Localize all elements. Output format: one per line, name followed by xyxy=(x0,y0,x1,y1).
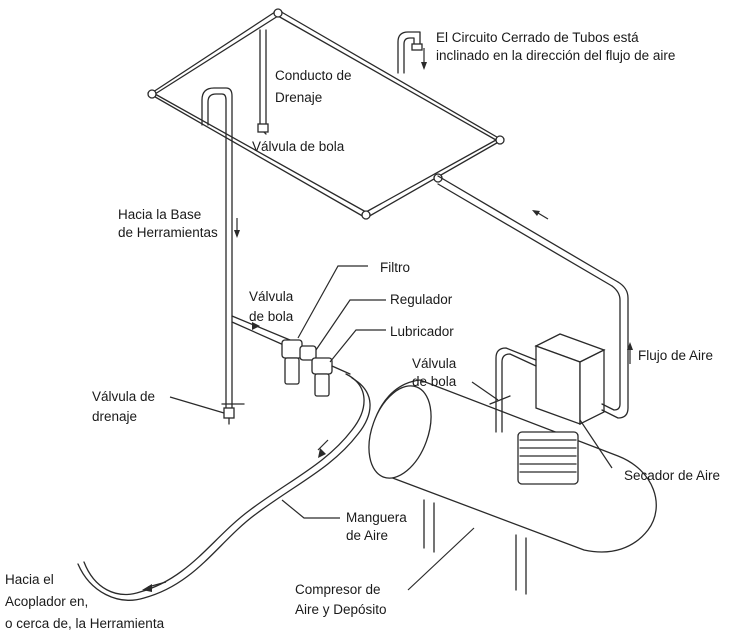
drain-valve-label-line2: drenaje xyxy=(92,409,138,424)
coupler-label-line3: o cerca de, la Herramienta xyxy=(5,616,165,631)
ball-valve-left-label-line2: de bola xyxy=(249,309,294,324)
closed-loop-label-line1: El Circuito Cerrado de Tubos está xyxy=(436,30,639,45)
coupler-label-line1: Hacia el xyxy=(5,572,54,587)
drain-conduit-label-line2: Drenaje xyxy=(275,90,323,105)
tank-ball-valve xyxy=(471,347,537,433)
regulator-label: Regulador xyxy=(390,292,453,307)
top-right-riser xyxy=(397,31,427,74)
compressor-label-line1: Compresor de xyxy=(295,582,381,597)
air-hose-label-line1: Manguera xyxy=(346,510,407,525)
right-riser xyxy=(437,175,633,419)
top-ball-valve xyxy=(257,123,269,133)
drain-conduit xyxy=(259,29,267,135)
lubricator-label: Lubricador xyxy=(390,324,454,339)
closed-loop-piping xyxy=(147,8,505,220)
drain-valve-label-line1: Válvula de xyxy=(92,389,156,404)
filter-label: Filtro xyxy=(380,260,410,275)
tool-base-label-line1: Hacia la Base xyxy=(118,207,202,222)
air-dryer-label: Secador de Aire xyxy=(624,468,721,483)
other-leaders xyxy=(281,499,475,591)
frl-branch xyxy=(231,315,291,347)
air-dryer xyxy=(534,333,613,469)
drain-conduit-label-line1: Conducto de xyxy=(275,68,352,83)
ball-valve-left-label-line1: Válvula xyxy=(249,289,294,304)
drain-valve xyxy=(169,396,245,425)
air-hose-label-line2: de Aire xyxy=(346,528,389,543)
frl-leaders xyxy=(297,265,386,363)
closed-loop-label-line2: inclinado en la dirección del flujo de a… xyxy=(436,48,676,63)
coupler-label-line2: Acoplador en, xyxy=(5,594,89,609)
left-riser xyxy=(201,87,240,411)
ball-valve-right-label-line2: de bola xyxy=(412,374,457,389)
frl-unit xyxy=(281,339,351,397)
air-receiver-tank xyxy=(368,379,657,595)
compressor-label-line2: Aire y Depósito xyxy=(295,602,387,617)
air-flow-label: Flujo de Aire xyxy=(638,348,714,363)
ball-valve-right-label-line1: Válvula xyxy=(412,356,457,371)
compressor-head xyxy=(517,431,579,485)
air-hose xyxy=(77,373,371,601)
tool-base-label-line2: de Herramientas xyxy=(118,225,218,240)
ball-valve-top-label: Válvula de bola xyxy=(252,139,345,154)
